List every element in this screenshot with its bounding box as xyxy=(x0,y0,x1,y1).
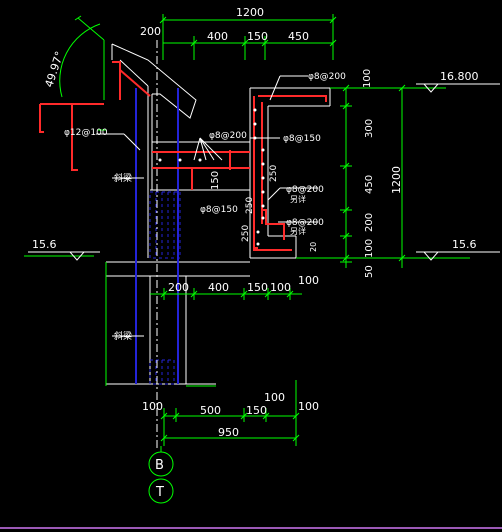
axis-bubbles xyxy=(148,446,174,504)
dim-right-100b: 100 xyxy=(364,239,375,258)
axis-label-t: T xyxy=(155,485,164,500)
dim-mid-100: 100 xyxy=(270,281,291,294)
dim-inner-20: 20 xyxy=(309,242,318,252)
wall-lines xyxy=(98,129,216,387)
rebar-label-6: φ8@150 xyxy=(200,205,238,215)
dim-bot-100-top: 100 xyxy=(264,391,285,404)
dim-top-seg3: 450 xyxy=(288,30,309,43)
dim-mid-100b: 100 xyxy=(298,274,319,287)
dim-mid-400: 400 xyxy=(208,281,229,294)
note-2: 斜梁 xyxy=(114,330,132,342)
rebar-label-2: φ12@100 xyxy=(64,128,108,138)
bottom-dimension-group xyxy=(160,380,300,446)
column-hatch xyxy=(149,191,181,385)
level-right: 15.6 xyxy=(452,238,477,251)
dim-right-200: 200 xyxy=(364,213,375,232)
dim-bot-100-right: 100 xyxy=(298,400,319,413)
note-1: 斜梁 xyxy=(114,172,132,184)
dim-right-300: 300 xyxy=(364,119,375,138)
dim-right-50: 50 xyxy=(364,265,375,278)
dim-mid-200: 200 xyxy=(168,281,189,294)
level-left: 15.6 xyxy=(32,238,57,251)
rebar-label-3: φ8@200 xyxy=(209,131,247,141)
dim-inner-250c: 250 xyxy=(241,225,251,242)
rebar-label-5: φ8@200 xyxy=(286,185,324,195)
dim-inner-150: 150 xyxy=(210,171,221,190)
mid-dimension-group xyxy=(150,288,302,300)
leader-lines xyxy=(96,75,318,337)
dim-right-100: 100 xyxy=(362,69,373,88)
right-dimension-group xyxy=(24,84,470,268)
dim-top-seg1: 400 xyxy=(207,30,228,43)
dim-inner-250a: 250 xyxy=(269,165,279,182)
angle-label: 49.97° xyxy=(42,50,66,89)
dim-top-total: 1200 xyxy=(236,6,264,19)
level-markers xyxy=(28,83,500,261)
rebar-label-4: φ8@150 xyxy=(283,134,321,144)
dim-mid-150: 150 xyxy=(247,281,268,294)
note-3: 另详 xyxy=(290,194,306,204)
rebar-label-1: φ8@200 xyxy=(308,72,346,82)
axis-label-b: B xyxy=(155,458,164,473)
dim-bot-500: 500 xyxy=(200,404,221,417)
dim-right-total: 1200 xyxy=(390,166,403,194)
dim-bot-total: 950 xyxy=(218,426,239,439)
top-dimension-group xyxy=(59,14,337,100)
dim-top-left: 200 xyxy=(140,25,161,38)
axis-lines xyxy=(135,88,179,384)
rebar-label-7: φ8@200 xyxy=(286,218,324,228)
dim-bot-100-left: 100 xyxy=(142,400,163,413)
dim-right-450: 450 xyxy=(364,175,375,194)
dim-top-seg2: 150 xyxy=(247,30,268,43)
dim-inner-250b: 250 xyxy=(245,197,255,214)
dim-bot-150: 150 xyxy=(246,404,267,417)
rebar-dots xyxy=(158,108,265,246)
note-4: 另详 xyxy=(290,226,306,236)
level-top: 16.800 xyxy=(440,70,479,83)
